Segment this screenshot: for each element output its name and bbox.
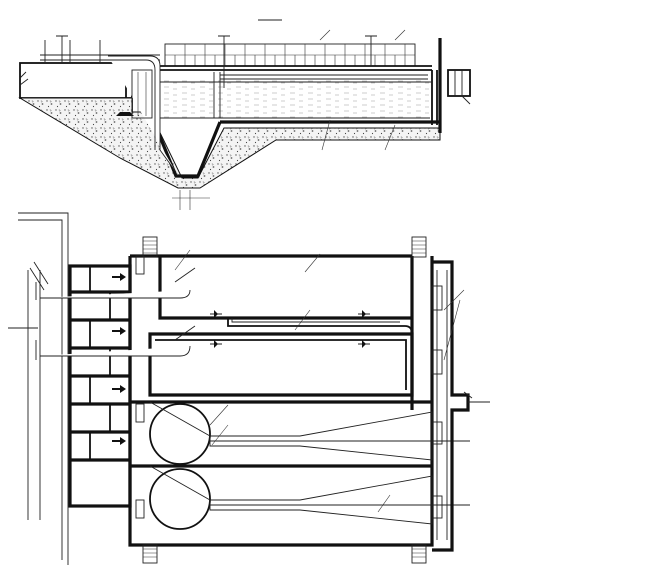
bay-2-inner [155, 339, 407, 390]
channel-lines [27, 270, 41, 520]
leader-lines [319, 29, 406, 151]
riser-pipe [213, 72, 221, 118]
scraper-pipe [210, 310, 413, 348]
sludge-hopper [148, 111, 222, 178]
pipe-leaders-left [29, 261, 49, 291]
inlet-baffle [116, 112, 134, 116]
scraper-cable [220, 74, 428, 80]
sludge-pipe-inner [104, 59, 156, 150]
flow-arrow [112, 385, 126, 393]
effluent-weirs [436, 270, 448, 540]
walkway-plates [164, 43, 416, 67]
effluent-valves [135, 255, 443, 519]
plan-sludge-pipes [29, 261, 196, 360]
effluent-channel [432, 260, 470, 552]
bay-1-wall [158, 256, 412, 320]
effluent-break-mark [463, 391, 473, 399]
break-mark-right [461, 95, 471, 105]
trough-2 [209, 475, 433, 525]
plan-leader-lines [174, 249, 465, 513]
top-beam [150, 65, 432, 71]
end-wall-inner [431, 70, 438, 125]
valve-stems [56, 35, 377, 88]
sludge-hopper-circle-2 [149, 468, 211, 530]
hopper-dimension [172, 190, 210, 210]
concrete-foundation [18, 97, 441, 189]
break-mark-left [19, 71, 29, 86]
sludge-hopper-circle-1 [149, 403, 211, 465]
distribution-blocks [68, 264, 132, 508]
inlet-chamber [131, 69, 153, 119]
hopper-slopes [149, 401, 211, 501]
influent-channel-outer [18, 212, 69, 565]
trough-centerlines [210, 440, 470, 506]
trough-1 [209, 411, 433, 461]
railing-posts [44, 40, 101, 62]
water-zone [160, 80, 430, 118]
plan-view [8, 212, 490, 565]
bay-2-wall [148, 332, 414, 397]
flow-arrows [112, 273, 126, 445]
sludge-pipe [108, 55, 177, 173]
longitudinal-section [18, 19, 471, 210]
access-stairs [142, 236, 427, 564]
outlet-channel [447, 69, 471, 97]
flow-arrow [112, 273, 126, 281]
flow-arrow [112, 327, 126, 335]
influent-channel-inner [18, 219, 63, 560]
flow-arrow [112, 437, 126, 445]
